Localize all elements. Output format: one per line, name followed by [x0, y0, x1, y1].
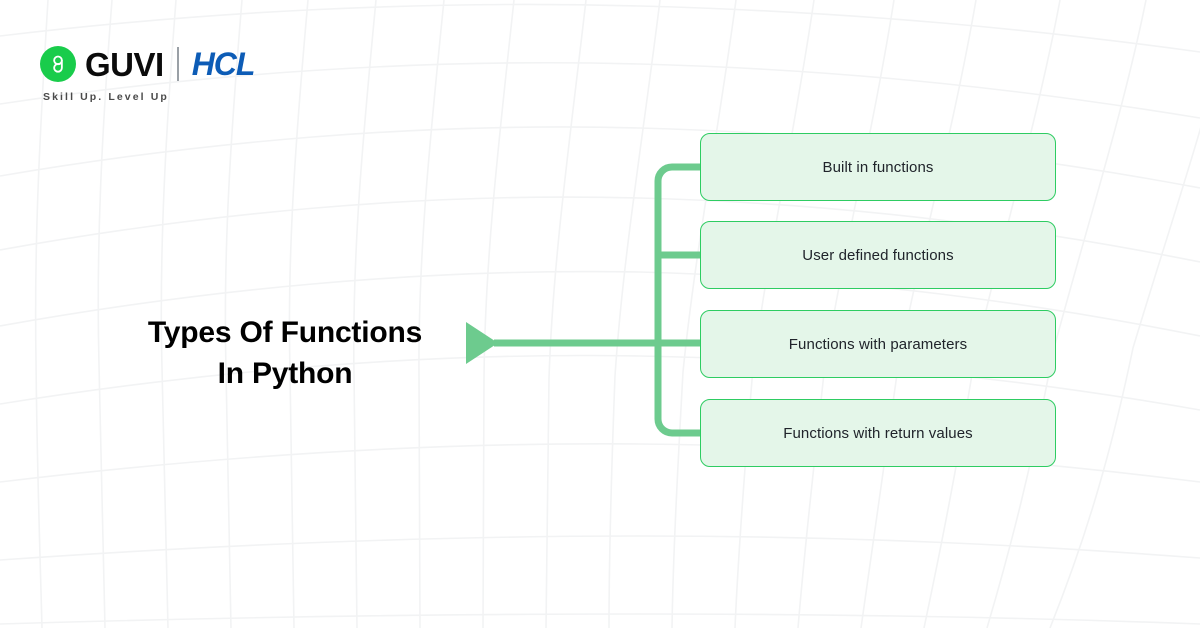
node-label: Functions with return values	[783, 424, 973, 442]
node-label: User defined functions	[802, 246, 954, 264]
brand-lockup: GUVI HCL Skill Up. Level Up	[40, 44, 256, 103]
connector-trunk	[654, 163, 700, 437]
node-user-defined-functions[interactable]: User defined functions	[700, 221, 1056, 289]
page-title: Types Of Functions In Python	[70, 312, 500, 395]
brand-divider	[176, 47, 179, 81]
guvi-g-circle-icon	[40, 46, 76, 82]
node-label: Built in functions	[822, 158, 934, 176]
brand-row: GUVI HCL	[40, 44, 256, 84]
hcl-wordmark: HCL	[191, 46, 256, 82]
brand-tagline: Skill Up. Level Up	[43, 91, 169, 103]
node-label: Functions with parameters	[788, 335, 968, 353]
page-title-line-2: In Python	[217, 357, 353, 391]
node-functions-with-parameters[interactable]: Functions with parameters	[700, 310, 1056, 378]
guvi-wordmark: GUVI	[85, 45, 164, 83]
node-built-in-functions[interactable]: Built in functions	[700, 133, 1056, 201]
page-title-line-1: Types Of Functions	[147, 316, 423, 349]
node-functions-with-return-values[interactable]: Functions with return values	[700, 399, 1056, 467]
